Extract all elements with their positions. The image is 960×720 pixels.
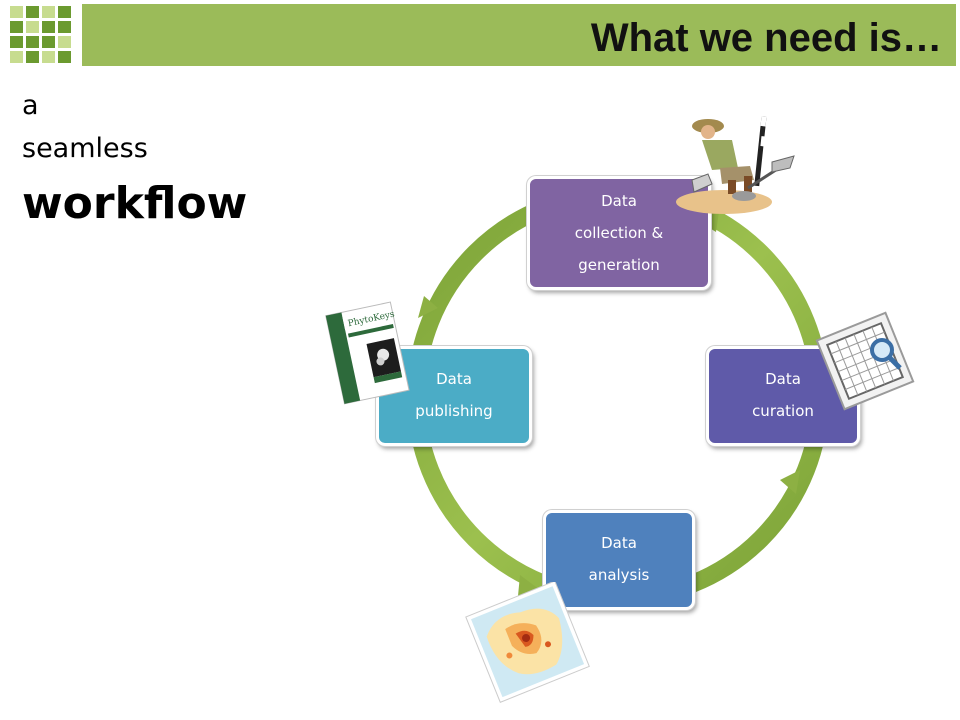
node-label-line1: Data [765,370,801,388]
title-bar: What we need is… [82,4,956,66]
node-label-line1: Data [436,370,472,388]
heatmap-europe-icon [465,582,590,703]
intro-line-a: a [22,90,39,121]
node-data-analysis: Data analysis [543,510,695,610]
node-label-line2: publishing [415,402,493,420]
node-label-line1: Data [601,534,637,552]
node-label-line1: Data [601,192,637,210]
node-label-line2: curation [752,402,814,420]
green-grid-logo-icon [10,6,71,63]
node-label-line2: collection & [574,224,664,242]
slide-title: What we need is… [590,16,942,60]
field-collector-icon [676,115,795,214]
node-label-line3: generation [578,256,660,274]
node-data-collection: Data collection & generation [527,176,711,290]
journal-cover-icon: PhytoKeys [325,301,410,405]
intro-line-workflow: workflow [22,178,248,229]
node-label-line2: analysis [588,566,650,584]
node-data-publishing: Data publishing [376,346,532,446]
intro-line-seamless: seamless [22,133,148,164]
spreadsheet-magnifier-icon [815,311,915,411]
